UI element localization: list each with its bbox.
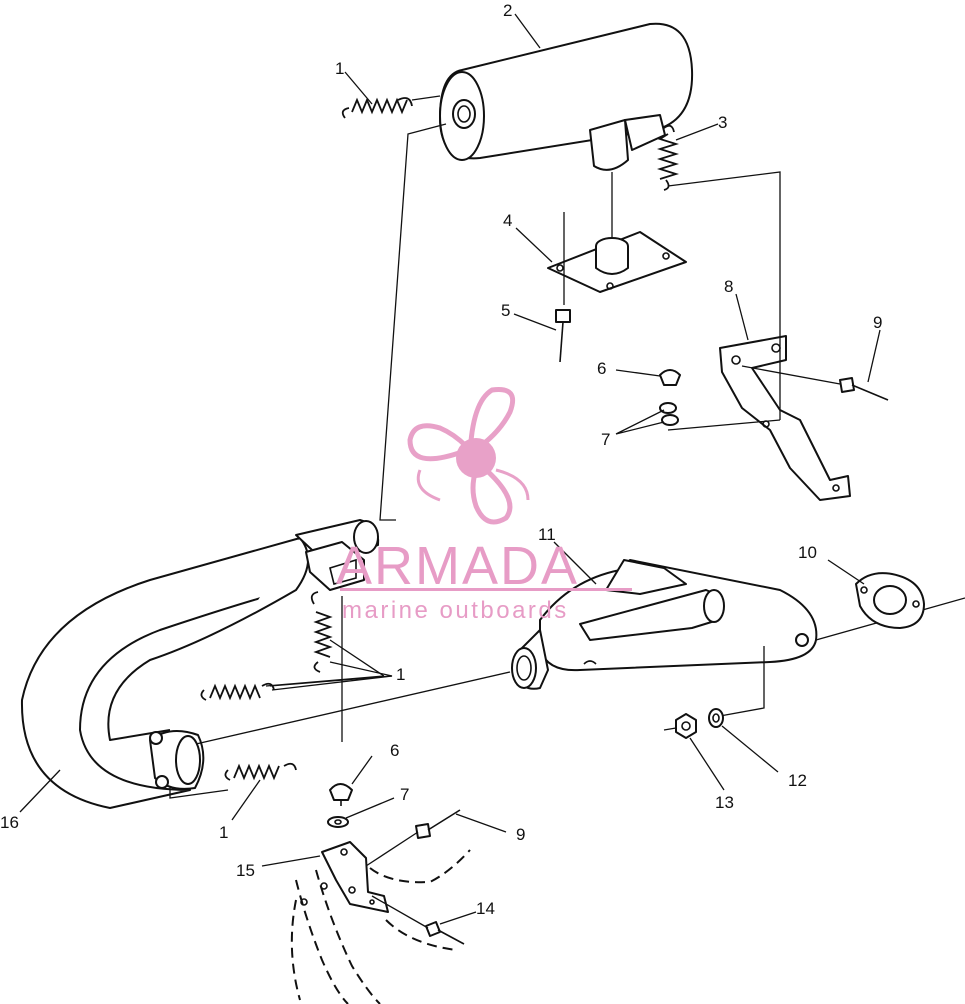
nut-13 [663,713,697,739]
bracket-8 [719,335,851,501]
screw-lower [365,809,461,867]
washer-lower [327,816,349,828]
callout-3: 3 [718,113,727,132]
callout-15: 15 [236,861,255,880]
expansion-chamber [511,559,818,690]
callout-13: 13 [715,793,734,812]
callout-1-middle: 1 [396,665,405,684]
bolt-5 [555,212,571,363]
grommet-lower [329,783,353,806]
mounting-plate [547,231,687,293]
callout-8: 8 [724,277,733,296]
spring-middle [200,682,275,701]
pipe-bracket [305,541,365,591]
callout-10: 10 [798,543,817,562]
callout-9-lower: 9 [516,825,525,844]
callout-12: 12 [788,771,807,790]
bracket-15 [321,841,389,913]
callout-6-upper: 6 [597,359,606,378]
watermark: ARMADA marine outboards [336,386,632,624]
watermark-brand: ARMADA [336,536,579,596]
callout-leaders [19,13,881,925]
callout-16: 16 [0,813,19,832]
callout-labels: 1 2 3 4 5 6 7 8 9 10 11 1 6 7 9 12 13 1 … [0,1,882,918]
screw-upper [741,365,889,401]
callout-5: 5 [501,301,510,320]
callout-11: 11 [538,525,556,544]
frame-outline [290,849,471,1004]
gasket [855,572,925,629]
callout-14: 14 [476,899,495,918]
callout-7-upper: 7 [601,430,610,449]
watermark-tagline: marine outboards [342,597,569,624]
watermark-rule [340,588,632,591]
spring-vertical [310,591,333,673]
callout-1-top: 1 [335,59,344,78]
callout-4: 4 [503,211,512,230]
callout-1-lower: 1 [219,823,228,842]
callout-2: 2 [503,1,512,20]
screw-14 [371,895,465,945]
spring-lower [224,762,297,781]
callout-9-upper: 9 [873,313,882,332]
propeller-logo-icon [407,386,530,525]
grommet-upper [659,369,681,386]
callout-7-lower: 7 [400,785,409,804]
washer-12 [708,708,724,728]
muffler [439,22,694,240]
spring-top [341,95,441,119]
callout-6-lower: 6 [390,741,399,760]
